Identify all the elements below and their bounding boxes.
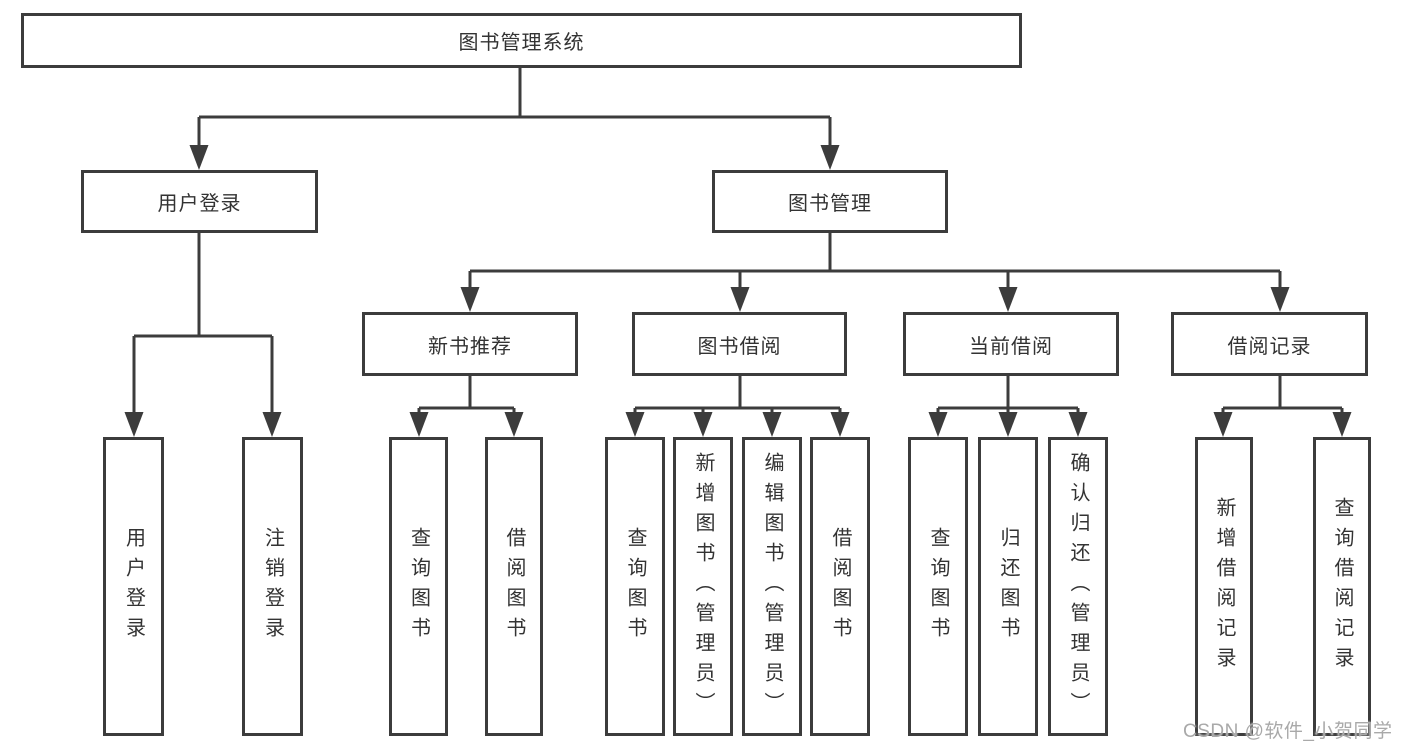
node-label: 查询图书	[407, 526, 430, 647]
arrowhead-icon	[124, 412, 144, 437]
node-book-borrowing: 图书借阅	[632, 312, 847, 376]
node-label: 图书借阅	[697, 335, 782, 358]
node-label: 新增图书（管理员）	[692, 451, 714, 722]
node-label: 归还图书	[997, 526, 1019, 647]
arrowhead-icon	[625, 412, 645, 437]
arrowhead-icon	[693, 412, 713, 437]
arrowhead-icon	[1332, 412, 1352, 437]
arrowhead-icon	[1270, 287, 1290, 312]
node-leaf-edit-books-admin: 编辑图书（管理员）	[742, 437, 802, 736]
node-leaf-query-books-2: 查询图书	[605, 437, 665, 736]
node-label: 当前借阅	[969, 335, 1053, 358]
arrowhead-icon	[762, 412, 782, 437]
node-label: 查询图书	[624, 526, 646, 647]
node-borrowing-records: 借阅记录	[1171, 312, 1368, 376]
node-leaf-confirm-return: 确认归还（管理员）	[1048, 437, 1108, 736]
arrowhead-icon	[409, 412, 429, 437]
node-root-system: 图书管理系统	[21, 13, 1022, 68]
node-label: 用户登录	[157, 193, 242, 215]
node-leaf-add-borrow-record: 新增借阅记录	[1195, 437, 1253, 736]
node-leaf-borrow-books-1: 借阅图书	[485, 437, 543, 736]
node-leaf-logout: 注销登录	[242, 437, 303, 736]
node-leaf-query-books-1: 查询图书	[389, 437, 448, 736]
arrowhead-icon	[189, 145, 209, 170]
node-label: 查询图书	[927, 526, 949, 647]
arrowhead-icon	[820, 145, 840, 170]
node-label: 借阅记录	[1227, 335, 1312, 358]
arrowhead-icon	[262, 412, 282, 437]
watermark-text: CSDN @软件_小贺同学	[1183, 721, 1393, 742]
node-current-borrowing: 当前借阅	[903, 312, 1119, 376]
node-new-book-recommend: 新书推荐	[362, 312, 578, 376]
node-leaf-query-borrow-record: 查询借阅记录	[1313, 437, 1371, 736]
arrowhead-icon	[998, 287, 1018, 312]
arrowhead-icon	[1213, 412, 1233, 437]
arrowhead-icon	[460, 287, 480, 312]
node-leaf-return-books: 归还图书	[978, 437, 1038, 736]
node-user-login: 用户登录	[81, 170, 318, 233]
node-label: 用户登录	[122, 526, 145, 647]
arrowhead-icon	[928, 412, 948, 437]
node-label: 图书管理	[788, 193, 872, 215]
node-book-management: 图书管理	[712, 170, 948, 233]
node-leaf-query-books-3: 查询图书	[908, 437, 968, 736]
node-label: 编辑图书（管理员）	[761, 451, 783, 722]
node-leaf-borrow-books-2: 借阅图书	[810, 437, 870, 736]
node-leaf-add-books-admin: 新增图书（管理员）	[673, 437, 733, 736]
node-label: 新书推荐	[428, 335, 512, 358]
arrowhead-icon	[998, 412, 1018, 437]
arrowhead-icon	[730, 287, 750, 312]
node-label: 新增借阅记录	[1213, 496, 1235, 677]
node-label: 确认归还（管理员）	[1067, 451, 1089, 722]
arrowhead-icon	[830, 412, 850, 437]
node-label: 注销登录	[261, 526, 284, 647]
node-label: 借阅图书	[829, 526, 851, 647]
arrowhead-icon	[504, 412, 524, 437]
node-leaf-user-login: 用户登录	[103, 437, 164, 736]
arrowhead-icon	[1068, 412, 1088, 437]
node-label: 图书管理系统	[458, 32, 585, 54]
node-label: 查询借阅记录	[1331, 496, 1353, 677]
node-label: 借阅图书	[503, 526, 525, 647]
